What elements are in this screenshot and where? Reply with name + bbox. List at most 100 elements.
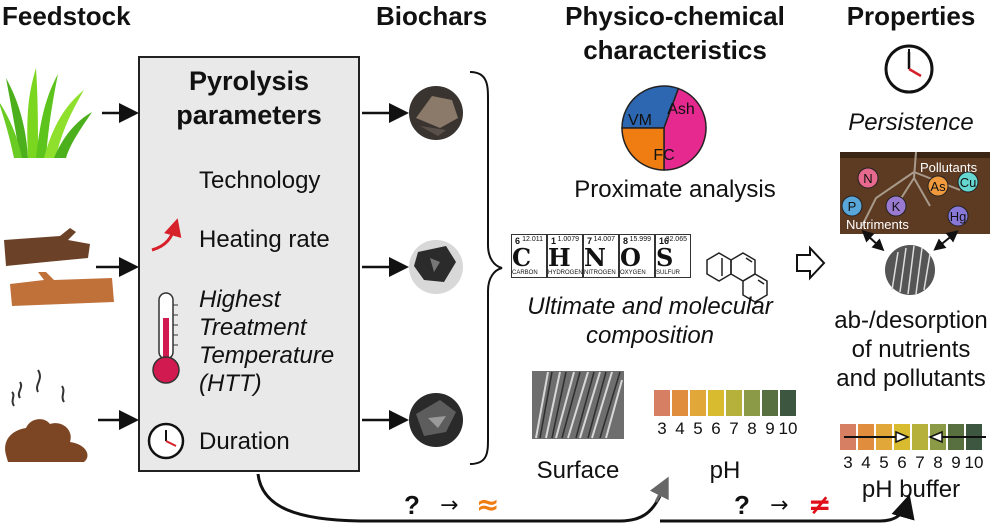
element-mass: 32.065 (665, 236, 687, 243)
sorption-arrow-left (861, 229, 885, 252)
element-symbol: O (620, 243, 641, 272)
param-technology: Technology (199, 167, 321, 194)
pyrolysis-parameters-box (138, 56, 360, 472)
pie-label-vm: VM (628, 112, 652, 129)
ph-tick-7: 7 (729, 419, 738, 438)
biochar-image-1 (409, 86, 463, 140)
element-name: CARBON (512, 270, 538, 276)
ultimate-composition-line1: Ultimate and molecular (527, 293, 773, 320)
param-htt-line2: Treatment (199, 314, 307, 341)
header-feedstock: Feedstock (2, 1, 131, 31)
hollow-arrow-icon (796, 245, 826, 281)
param-duration: Duration (199, 428, 290, 455)
ph-tick-3: 3 (843, 453, 852, 472)
header-properties: Properties (846, 1, 976, 31)
ph-tick-3: 3 (657, 419, 666, 438)
element-bubble-cu (957, 171, 979, 193)
sorption-label-line2: of nutrients (851, 336, 971, 363)
element-bubble-label-k: K (892, 199, 901, 214)
element-symbol: N (584, 243, 606, 272)
grass-icon (0, 68, 92, 158)
element-mass: 14.007 (593, 236, 615, 243)
header-physchem-line2: characteristics (583, 35, 767, 65)
ph-tick-8: 8 (747, 419, 756, 438)
ph-swatch-3 (654, 390, 670, 416)
element-bubble-label-as: As (930, 179, 946, 194)
element-name: SULFUR (656, 270, 681, 276)
surface-sem-image (532, 371, 624, 439)
element-number: 6 (515, 236, 521, 246)
ph-tick-10: 10 (965, 453, 984, 472)
element-bubble-k (885, 195, 907, 217)
biochar-image-3 (409, 393, 463, 447)
persistence-label: Persistence (848, 109, 974, 136)
relation-not-equal-symbol: ≠ (808, 488, 831, 521)
persistence-clock-icon (884, 44, 934, 94)
element-name: HYDROGEN (548, 270, 583, 276)
biochar-image-2 (409, 240, 463, 294)
header-physchem-line1: Physico-chemical (565, 1, 785, 31)
soil-panel (840, 151, 990, 234)
ph-swatch-7 (912, 424, 928, 450)
ph-tick-10: 10 (779, 419, 798, 438)
element-mass: 12.011 (522, 236, 543, 243)
ph-tick-9: 9 (765, 419, 774, 438)
molecule-icon (706, 252, 768, 303)
ph-tick-5: 5 (879, 453, 888, 472)
param-htt-line4: (HTT) (199, 370, 262, 397)
ph-swatch-6 (708, 390, 724, 416)
biochar-sorbent-image (885, 245, 935, 295)
element-number: 7 (587, 236, 593, 246)
pie-slice-ash (663, 87, 707, 171)
pie-label-fc: FC (653, 147, 674, 164)
ph-tick-9: 9 (951, 453, 960, 472)
ph-swatch-7 (726, 390, 742, 416)
ph-tick-8: 8 (933, 453, 942, 472)
ph-swatch-5 (690, 390, 706, 416)
pie-slice-fc (621, 127, 665, 171)
duration-clock-icon (147, 422, 185, 460)
ph-swatch-8 (744, 390, 760, 416)
manure-icon (5, 369, 88, 462)
relation-question-2: ? (734, 490, 750, 520)
element-bubble-p (841, 195, 863, 217)
element-bubble-label-n: N (863, 171, 872, 186)
ph-swatch-9 (762, 390, 778, 416)
element-mass: 15.999 (629, 236, 651, 243)
ph-tick-4: 4 (861, 453, 870, 472)
element-number: 16 (659, 236, 670, 246)
ph-tick-5: 5 (693, 419, 702, 438)
element-number: 1 (551, 236, 557, 246)
header-biochars: Biochars (376, 1, 488, 31)
ph-buffer-range-arrows (844, 430, 986, 444)
pyrolysis-title-line1: Pyrolysis (188, 66, 310, 96)
wood-icon (4, 228, 114, 306)
sorption-label-line1: ab-/desorption (834, 307, 988, 334)
ph-swatch-4 (672, 390, 688, 416)
thermometer-icon (152, 292, 180, 384)
ph-tick-6: 6 (897, 453, 906, 472)
element-number: 8 (623, 236, 629, 246)
relation-arrow-1: → (440, 493, 458, 518)
relation-arrow-2: → (770, 493, 788, 518)
element-name: NITROGEN (584, 270, 616, 276)
ultimate-composition-line2: composition (585, 322, 715, 349)
ph-color-scale (654, 390, 796, 416)
sorption-label-line3: and pollutants (836, 365, 986, 392)
element-symbol: C (512, 243, 532, 272)
element-bubble-n (857, 167, 879, 189)
proximate-analysis-label: Proximate analysis (574, 176, 776, 203)
pie-slice-vm (621, 85, 680, 129)
param-htt-line3: Temperature (199, 342, 335, 369)
relation-question-1: ? (404, 490, 420, 520)
nutriments-label: Nutriments (846, 217, 909, 232)
element-bubble-hg (947, 205, 969, 227)
